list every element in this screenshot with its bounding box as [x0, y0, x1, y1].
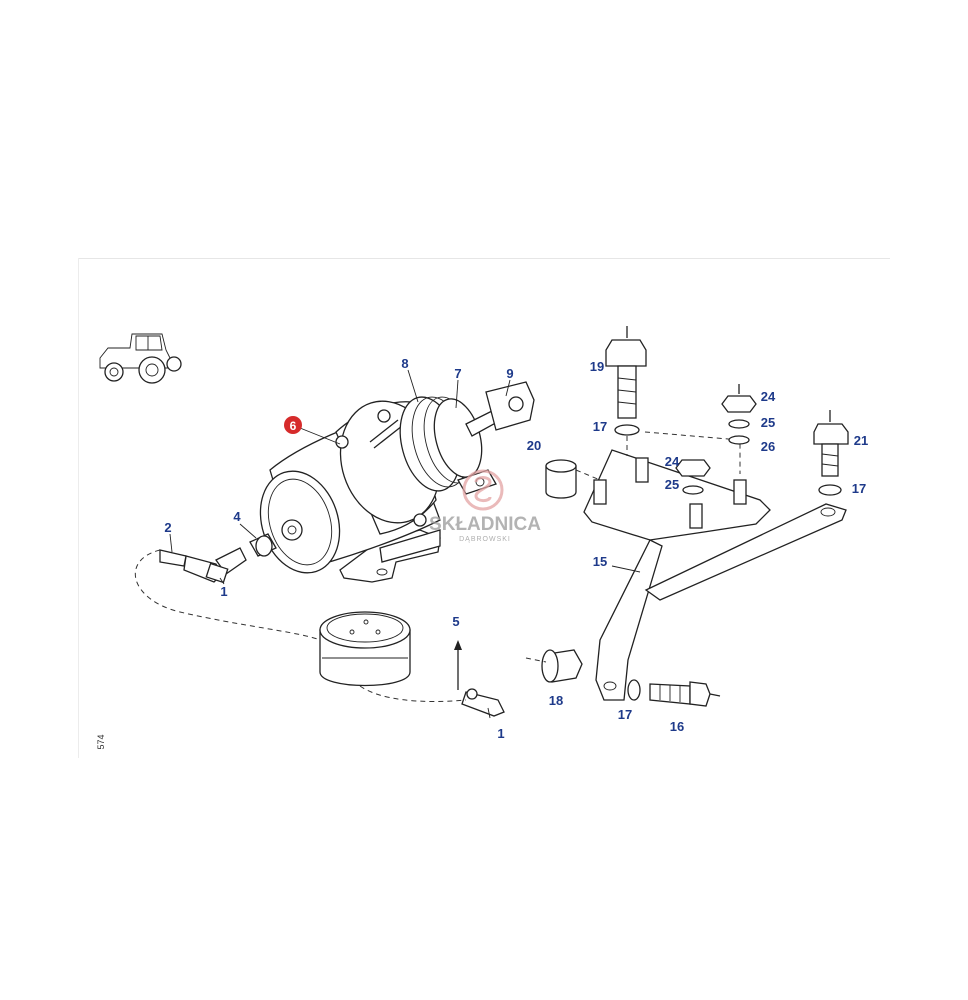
- watermark-name: SKŁADNICA: [429, 514, 541, 535]
- callout-26: 26: [761, 439, 775, 454]
- callout-25a: 25: [761, 415, 775, 430]
- callout-6: 6: [290, 419, 297, 433]
- highlight-badge-6: [284, 416, 302, 434]
- leader-6: [299, 427, 341, 445]
- leader-7: [455, 379, 459, 409]
- watermark-sub: DĄBROWSKI: [459, 536, 511, 543]
- bracket-studs: [593, 457, 747, 529]
- callout-25b: 25: [665, 477, 679, 492]
- leader-1b: [487, 707, 491, 719]
- leader-18: [525, 657, 547, 663]
- callout-24a: 24: [761, 389, 776, 404]
- bolt-19: [605, 339, 647, 436]
- callout-15: 15: [593, 554, 607, 569]
- callout-18: 18: [549, 693, 563, 708]
- brake-cylinder: [259, 381, 535, 583]
- elbow-fitting-1: [183, 547, 247, 584]
- callout-21: 21: [854, 433, 868, 448]
- frame-top-edge: [78, 258, 890, 259]
- callout-8: 8: [401, 356, 408, 371]
- nut-24-mid: [675, 459, 711, 495]
- spacer-20: [545, 459, 577, 499]
- sensor-fitting: [461, 688, 505, 717]
- bolt-16: [649, 681, 711, 707]
- leader-9: [505, 379, 511, 397]
- callout-1a: 1: [220, 584, 227, 599]
- leader-dashed-19: [626, 431, 741, 474]
- arrow-head-5: [454, 640, 462, 650]
- callout-17c: 17: [618, 707, 632, 722]
- fitting-4: [249, 533, 277, 557]
- washer-17-low: [627, 679, 641, 701]
- callout-24b: 24: [665, 454, 680, 469]
- reservoir: [319, 611, 411, 687]
- leader-1a: [219, 577, 225, 585]
- callout-2: 2: [164, 520, 171, 535]
- spacer-18: [541, 649, 583, 683]
- callout-17b: 17: [852, 481, 866, 496]
- callout-17a: 17: [593, 419, 607, 434]
- nut-24-top: [721, 395, 757, 445]
- callout-5: 5: [452, 614, 459, 629]
- watermark-logo: [462, 469, 504, 511]
- side-code: 574: [96, 734, 106, 749]
- tractor-icon: [99, 333, 182, 384]
- frame-left-edge: [78, 258, 79, 758]
- callout-19: 19: [590, 359, 604, 374]
- hose-end-2: [159, 549, 187, 567]
- leader-16: [709, 693, 721, 697]
- leader-8: [407, 369, 419, 403]
- callout-9: 9: [506, 366, 513, 381]
- hose-dashed-2: [359, 685, 467, 702]
- callout-4: 4: [233, 509, 241, 524]
- callout-16: 16: [670, 719, 684, 734]
- leader-2: [169, 533, 173, 553]
- bolt-21: [813, 423, 849, 496]
- leader-4: [239, 523, 257, 539]
- callout-7: 7: [454, 366, 461, 381]
- callout-1b: 1: [497, 726, 504, 741]
- mounting-bracket: [583, 449, 847, 701]
- leader-15: [611, 565, 641, 573]
- leader-20: [575, 469, 601, 481]
- hose-dashed-1: [134, 549, 321, 641]
- callout-20: 20: [527, 438, 541, 453]
